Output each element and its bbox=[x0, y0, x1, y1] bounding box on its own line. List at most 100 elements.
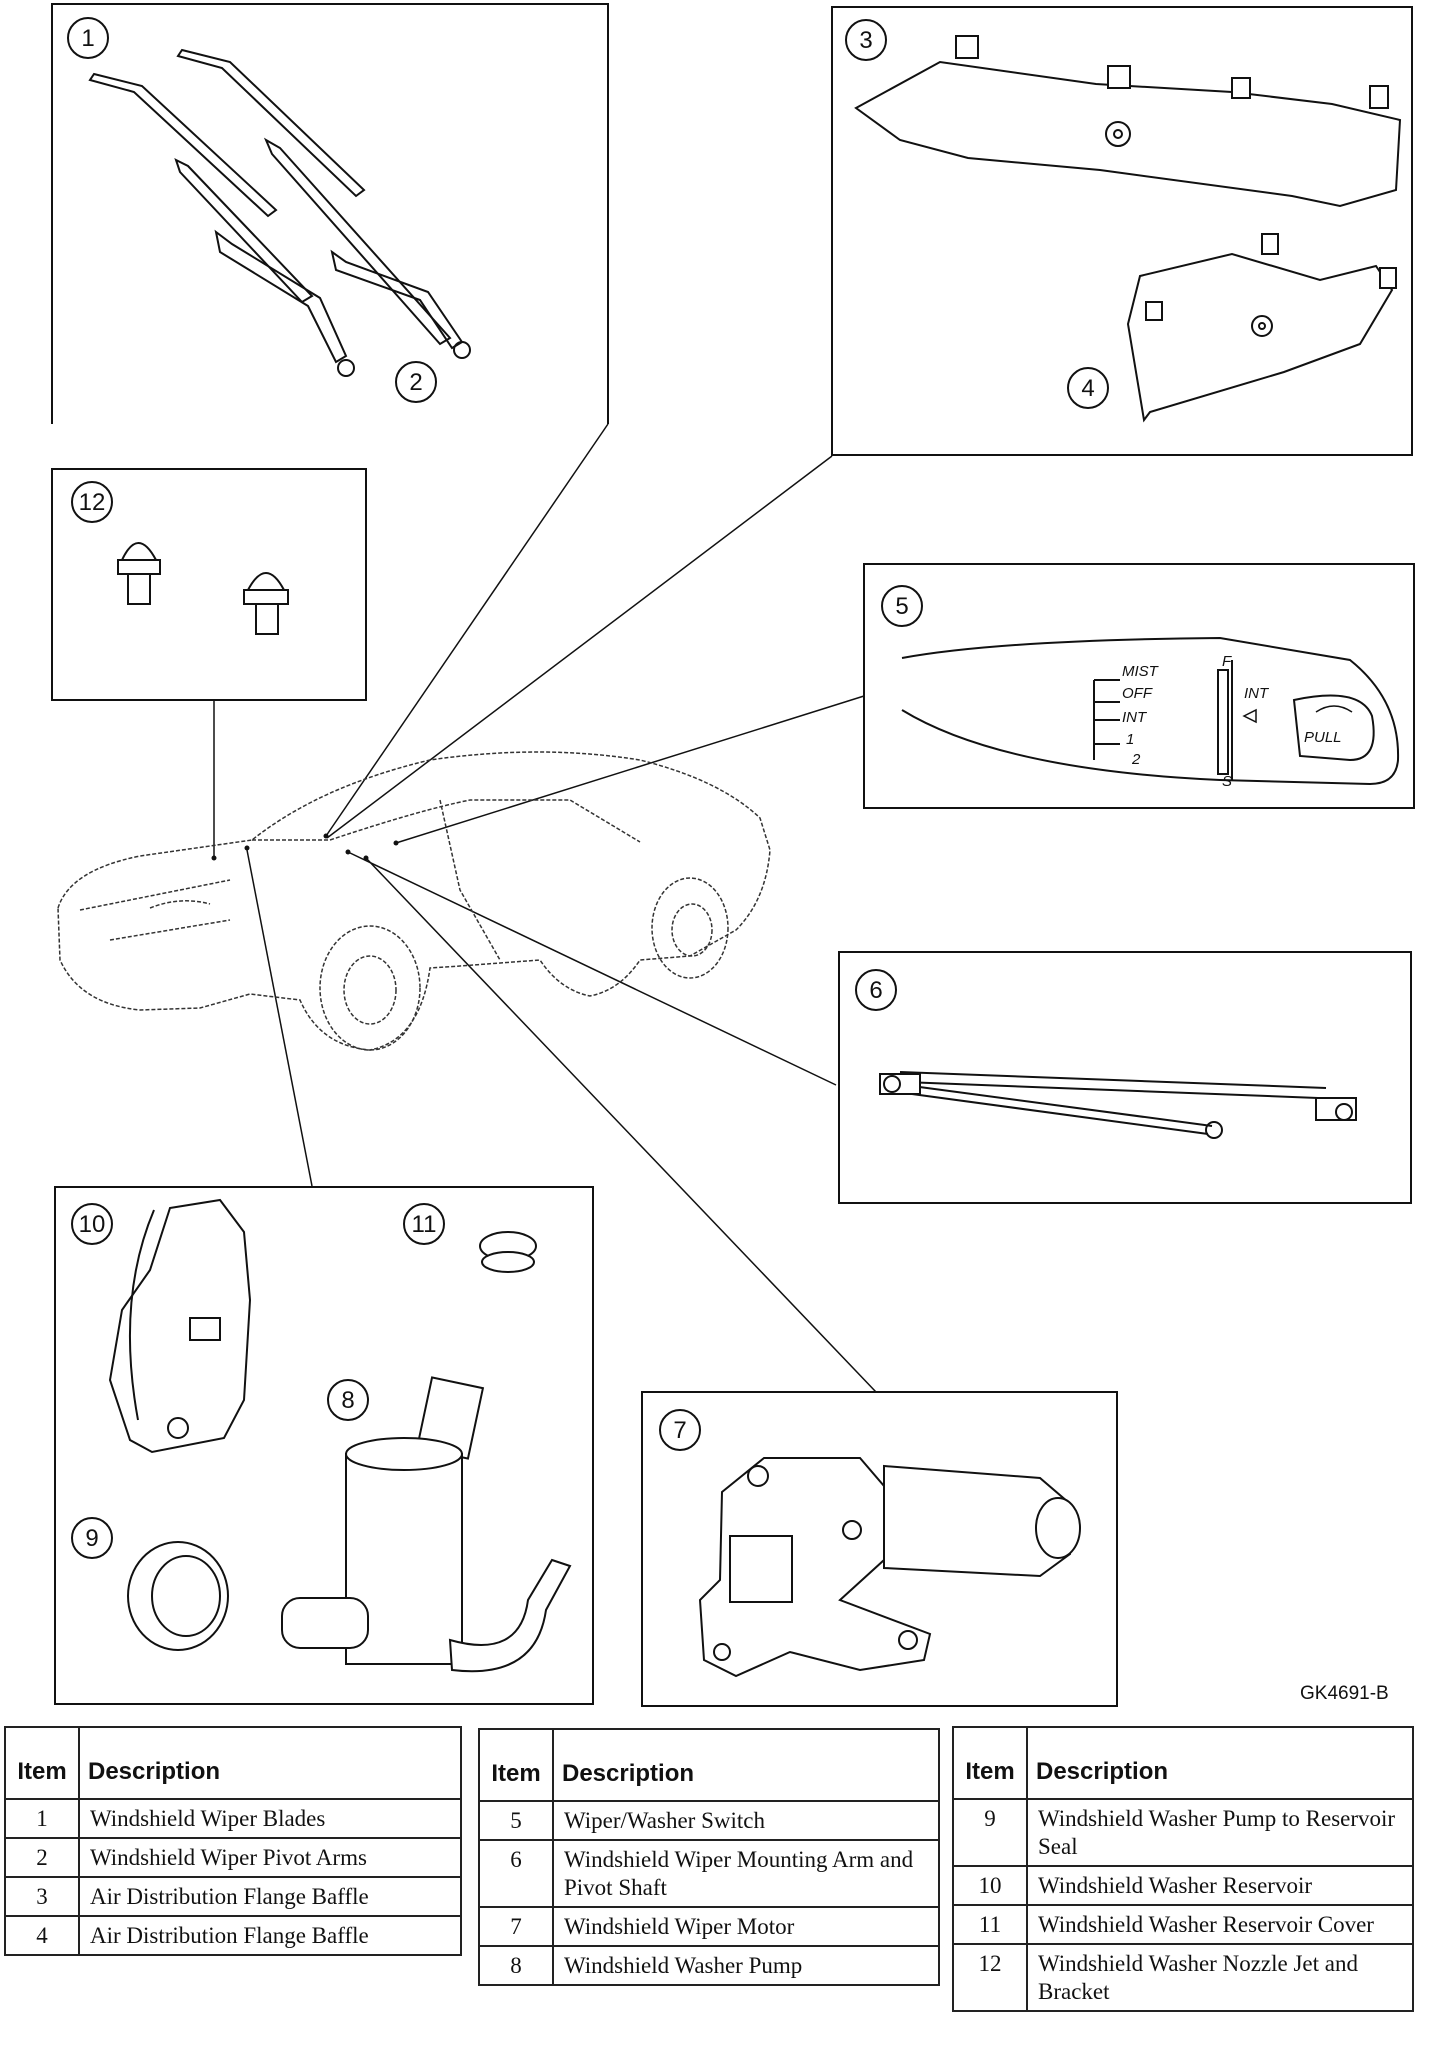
svg-text:10: 10 bbox=[79, 1211, 106, 1238]
switch-arrow-icon bbox=[1242, 708, 1257, 724]
table-row: 9 Windshield Washer Pump to Reservoir Se… bbox=[952, 1798, 1414, 1867]
callout-12: 12 bbox=[71, 481, 113, 523]
switch-label-ring-int: INT bbox=[1244, 685, 1270, 702]
item-description: Windshield Washer Pump to Reservoir Seal bbox=[1026, 1798, 1414, 1867]
item-number: 9 bbox=[952, 1798, 1028, 1867]
table-row: 6 Windshield Wiper Mounting Arm and Pivo… bbox=[478, 1839, 940, 1908]
item-number: 4 bbox=[4, 1915, 80, 1956]
item-description: Windshield Wiper Motor bbox=[552, 1906, 940, 1947]
item-number: 1 bbox=[4, 1798, 80, 1839]
legend-table-3: Item Description 9 Windshield Washer Pum… bbox=[952, 1726, 1414, 2012]
column-header-item: Item bbox=[478, 1728, 554, 1802]
callout-8: 8 bbox=[327, 1379, 369, 1421]
windshield-wiper-symbol-icon bbox=[1315, 705, 1353, 713]
item-number: 8 bbox=[478, 1945, 554, 1986]
item-number: 12 bbox=[952, 1943, 1028, 2012]
callout-1: 1 bbox=[67, 17, 109, 59]
callout-11: 11 bbox=[403, 1203, 445, 1245]
item-number: 7 bbox=[478, 1906, 554, 1947]
table-row: 12 Windshield Washer Nozzle Jet and Brac… bbox=[952, 1943, 1414, 2012]
item-number: 10 bbox=[952, 1865, 1028, 1906]
wiper-pivot-arms-illustration bbox=[214, 229, 471, 377]
switch-label-fast: F bbox=[1222, 653, 1232, 670]
callout-3: 3 bbox=[845, 19, 887, 61]
svg-text:4: 4 bbox=[1081, 375, 1094, 402]
svg-text:3: 3 bbox=[859, 27, 872, 54]
table-row: 11 Windshield Washer Reservoir Cover bbox=[952, 1904, 1414, 1945]
column-header-description: Description bbox=[78, 1726, 462, 1800]
item-number: 6 bbox=[478, 1839, 554, 1908]
item-description: Windshield Washer Pump bbox=[552, 1945, 940, 1986]
callout-7: 7 bbox=[659, 1409, 701, 1451]
table-row: 7 Windshield Wiper Motor bbox=[478, 1906, 940, 1947]
pump-seal-illustration bbox=[127, 1541, 229, 1651]
callout-4: 4 bbox=[1067, 367, 1109, 409]
flange-baffle-upper-illustration bbox=[854, 35, 1402, 208]
column-header-description: Description bbox=[552, 1728, 940, 1802]
item-description: Air Distribution Flange Baffle bbox=[78, 1915, 462, 1956]
table-row: 2 Windshield Wiper Pivot Arms bbox=[4, 1837, 462, 1878]
flange-baffle-lower-illustration bbox=[1126, 233, 1397, 423]
wiper-blades-illustration bbox=[88, 48, 452, 346]
svg-text:9: 9 bbox=[85, 1525, 98, 1552]
washer-reservoir-illustration bbox=[108, 1198, 252, 1454]
column-header-item: Item bbox=[4, 1726, 80, 1800]
washer-pump-illustration bbox=[281, 1376, 572, 1673]
callout-5: 5 bbox=[881, 585, 923, 627]
svg-text:6: 6 bbox=[869, 977, 882, 1004]
item-description: Windshield Wiper Blades bbox=[78, 1798, 462, 1839]
item-number: 2 bbox=[4, 1837, 80, 1878]
switch-label-slow: S bbox=[1222, 773, 1232, 790]
switch-label-pull: PULL bbox=[1304, 729, 1342, 746]
switch-label-speed-2: 2 bbox=[1131, 751, 1141, 768]
figure-reference-code: GK4691-B bbox=[1300, 1683, 1389, 1704]
table-header-row: Item Description bbox=[4, 1726, 462, 1800]
switch-label-mist: MIST bbox=[1122, 663, 1160, 680]
table-header-row: Item Description bbox=[478, 1728, 940, 1802]
switch-label-int: INT bbox=[1122, 709, 1148, 726]
washer-nozzle-illustration bbox=[117, 542, 289, 635]
callout-6: 6 bbox=[855, 969, 897, 1011]
parts-diagram: MIST OFF INT 1 2 INT PULL F S bbox=[51, 3, 1415, 1707]
table-row: 4 Air Distribution Flange Baffle bbox=[4, 1915, 462, 1956]
item-number: 3 bbox=[4, 1876, 80, 1917]
svg-text:7: 7 bbox=[673, 1417, 686, 1444]
callout-9: 9 bbox=[71, 1517, 113, 1559]
item-description: Windshield Washer Reservoir bbox=[1026, 1865, 1414, 1906]
switch-markings: MIST OFF INT 1 2 INT PULL F S bbox=[1122, 653, 1353, 790]
item-number: 5 bbox=[478, 1800, 554, 1841]
callout-2: 2 bbox=[395, 361, 437, 403]
car-outline-illustration bbox=[57, 751, 771, 1051]
svg-text:12: 12 bbox=[79, 489, 106, 516]
switch-label-off: OFF bbox=[1122, 685, 1153, 702]
item-description: Windshield Wiper Pivot Arms bbox=[78, 1837, 462, 1878]
column-header-description: Description bbox=[1026, 1726, 1414, 1800]
reservoir-cover-illustration bbox=[479, 1231, 537, 1273]
callout-markers: 1 2 3 4 5 6 7 8 bbox=[67, 17, 1109, 1559]
svg-text:1: 1 bbox=[81, 25, 94, 52]
wiper-washer-switch-illustration bbox=[901, 636, 1400, 786]
column-header-item: Item bbox=[952, 1726, 1028, 1800]
wiper-linkage-illustration bbox=[879, 1071, 1357, 1139]
item-description: Windshield Washer Nozzle Jet and Bracket bbox=[1026, 1943, 1414, 2012]
table-row: 5 Wiper/Washer Switch bbox=[478, 1800, 940, 1841]
table-header-row: Item Description bbox=[952, 1726, 1414, 1800]
item-description: Windshield Washer Reservoir Cover bbox=[1026, 1904, 1414, 1945]
item-description: Wiper/Washer Switch bbox=[552, 1800, 940, 1841]
table-row: 8 Windshield Washer Pump bbox=[478, 1945, 940, 1986]
leader-lines bbox=[213, 423, 877, 1393]
svg-text:2: 2 bbox=[409, 369, 422, 396]
table-row: 1 Windshield Wiper Blades bbox=[4, 1798, 462, 1839]
svg-text:5: 5 bbox=[895, 593, 908, 620]
svg-text:8: 8 bbox=[341, 1387, 354, 1414]
switch-label-speed-1: 1 bbox=[1126, 731, 1134, 748]
wiper-motor-illustration bbox=[698, 1457, 1081, 1678]
callout-10: 10 bbox=[71, 1203, 113, 1245]
legend-table-2: Item Description 5 Wiper/Washer Switch 6… bbox=[478, 1728, 940, 1986]
table-row: 10 Windshield Washer Reservoir bbox=[952, 1865, 1414, 1906]
table-row: 3 Air Distribution Flange Baffle bbox=[4, 1876, 462, 1917]
item-description: Air Distribution Flange Baffle bbox=[78, 1876, 462, 1917]
panel-frames bbox=[51, 3, 1415, 1707]
car-connection-points bbox=[211, 833, 399, 861]
item-number: 11 bbox=[952, 1904, 1028, 1945]
